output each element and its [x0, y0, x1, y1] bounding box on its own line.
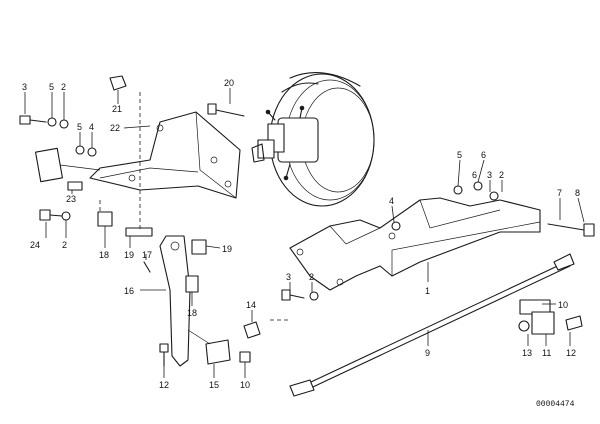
hardware [19, 75, 595, 367]
label-24: 24 [30, 240, 40, 250]
control-rod [289, 253, 575, 397]
label-21: 21 [112, 104, 122, 114]
label-22: 22 [110, 123, 120, 133]
label-20: 20 [224, 78, 234, 88]
label-14: 14 [246, 300, 256, 310]
label-19: 19 [222, 244, 232, 254]
label-1: 1 [425, 286, 430, 296]
label-3: 3 [487, 170, 492, 180]
label-5: 5 [49, 82, 54, 92]
document-number: 00004474 [536, 400, 575, 409]
support-rail [289, 197, 541, 291]
label-7: 7 [557, 188, 562, 198]
label-5: 5 [457, 150, 462, 160]
label-2: 2 [62, 240, 67, 250]
label-2: 2 [499, 170, 504, 180]
label-2: 2 [309, 272, 314, 282]
label-3: 3 [22, 82, 27, 92]
brake-booster [251, 72, 375, 207]
leader-lines [24, 88, 585, 378]
label-16: 16 [124, 286, 134, 296]
label-23: 23 [66, 194, 76, 204]
label-13: 13 [522, 348, 532, 358]
label-6: 6 [472, 170, 477, 180]
label-5: 5 [77, 122, 82, 132]
clamp-bracket [518, 299, 583, 335]
label-18: 18 [187, 308, 197, 318]
label-10: 10 [558, 300, 568, 310]
label-19: 19 [124, 250, 134, 260]
upper-bracket [35, 111, 241, 199]
pedal-lever [159, 235, 231, 367]
label-4: 4 [389, 196, 394, 206]
label-9: 9 [425, 348, 430, 358]
label-12: 12 [566, 348, 576, 358]
label-3: 3 [286, 272, 291, 282]
label-4: 4 [89, 122, 94, 132]
label-18: 18 [99, 250, 109, 260]
label-15: 15 [209, 380, 219, 390]
label-17: 17 [142, 250, 152, 260]
label-8: 8 [575, 188, 580, 198]
label-11: 11 [542, 348, 551, 358]
label-12: 12 [159, 380, 169, 390]
label-10: 10 [240, 380, 250, 390]
label-6: 6 [481, 150, 486, 160]
part-labels: 3 5 2 5 4 23 24 2 21 22 20 18 19 17 19 1… [22, 78, 580, 390]
label-2: 2 [61, 82, 66, 92]
